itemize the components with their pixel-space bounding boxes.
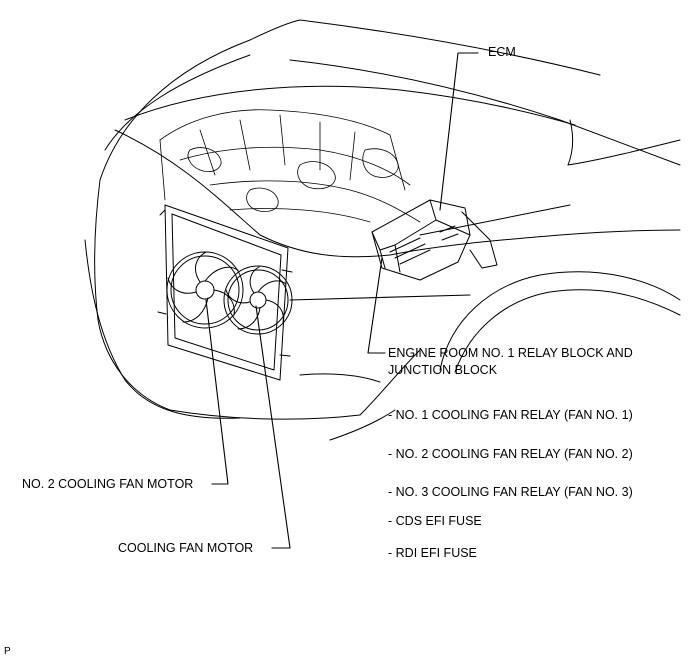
ecm-relay-block-illustration bbox=[371, 199, 498, 281]
relay-item-rdi-efi-fuse: - RDI EFI FUSE bbox=[388, 546, 477, 560]
leader-lines bbox=[205, 52, 479, 549]
relay-block-label-line1: ENGINE ROOM NO. 1 RELAY BLOCK AND bbox=[388, 346, 633, 360]
corner-mark: P bbox=[4, 646, 11, 657]
cooling-fan-motor-label: COOLING FAN MOTOR bbox=[118, 541, 254, 555]
ecm-label: ECM bbox=[488, 45, 516, 59]
relay-item-no1-fan: - NO. 1 COOLING FAN RELAY (FAN NO. 1) bbox=[388, 408, 633, 422]
no2-cooling-fan-motor-label: NO. 2 COOLING FAN MOTOR bbox=[22, 477, 194, 491]
leader-no2-fan-motor bbox=[205, 299, 229, 485]
leader-cooling-fan-motor-2 bbox=[289, 294, 471, 301]
relay-item-cds-efi-fuse: - CDS EFI FUSE bbox=[388, 514, 482, 528]
body-outline bbox=[84, 129, 681, 441]
leader-ecm bbox=[439, 52, 479, 211]
cooling-fan-assembly bbox=[157, 204, 293, 381]
relay-item-no3-fan: - NO. 3 COOLING FAN RELAY (FAN NO. 3) bbox=[388, 485, 633, 499]
leader-cooling-fan-motor bbox=[255, 305, 291, 549]
leader-relay-block bbox=[367, 257, 386, 354]
hood-outline bbox=[99, 19, 681, 181]
engine-outline bbox=[159, 109, 421, 223]
relay-block-label-line2: JUNCTION BLOCK bbox=[388, 363, 498, 377]
relay-item-no2-fan: - NO. 2 COOLING FAN RELAY (FAN NO. 2) bbox=[388, 447, 633, 461]
